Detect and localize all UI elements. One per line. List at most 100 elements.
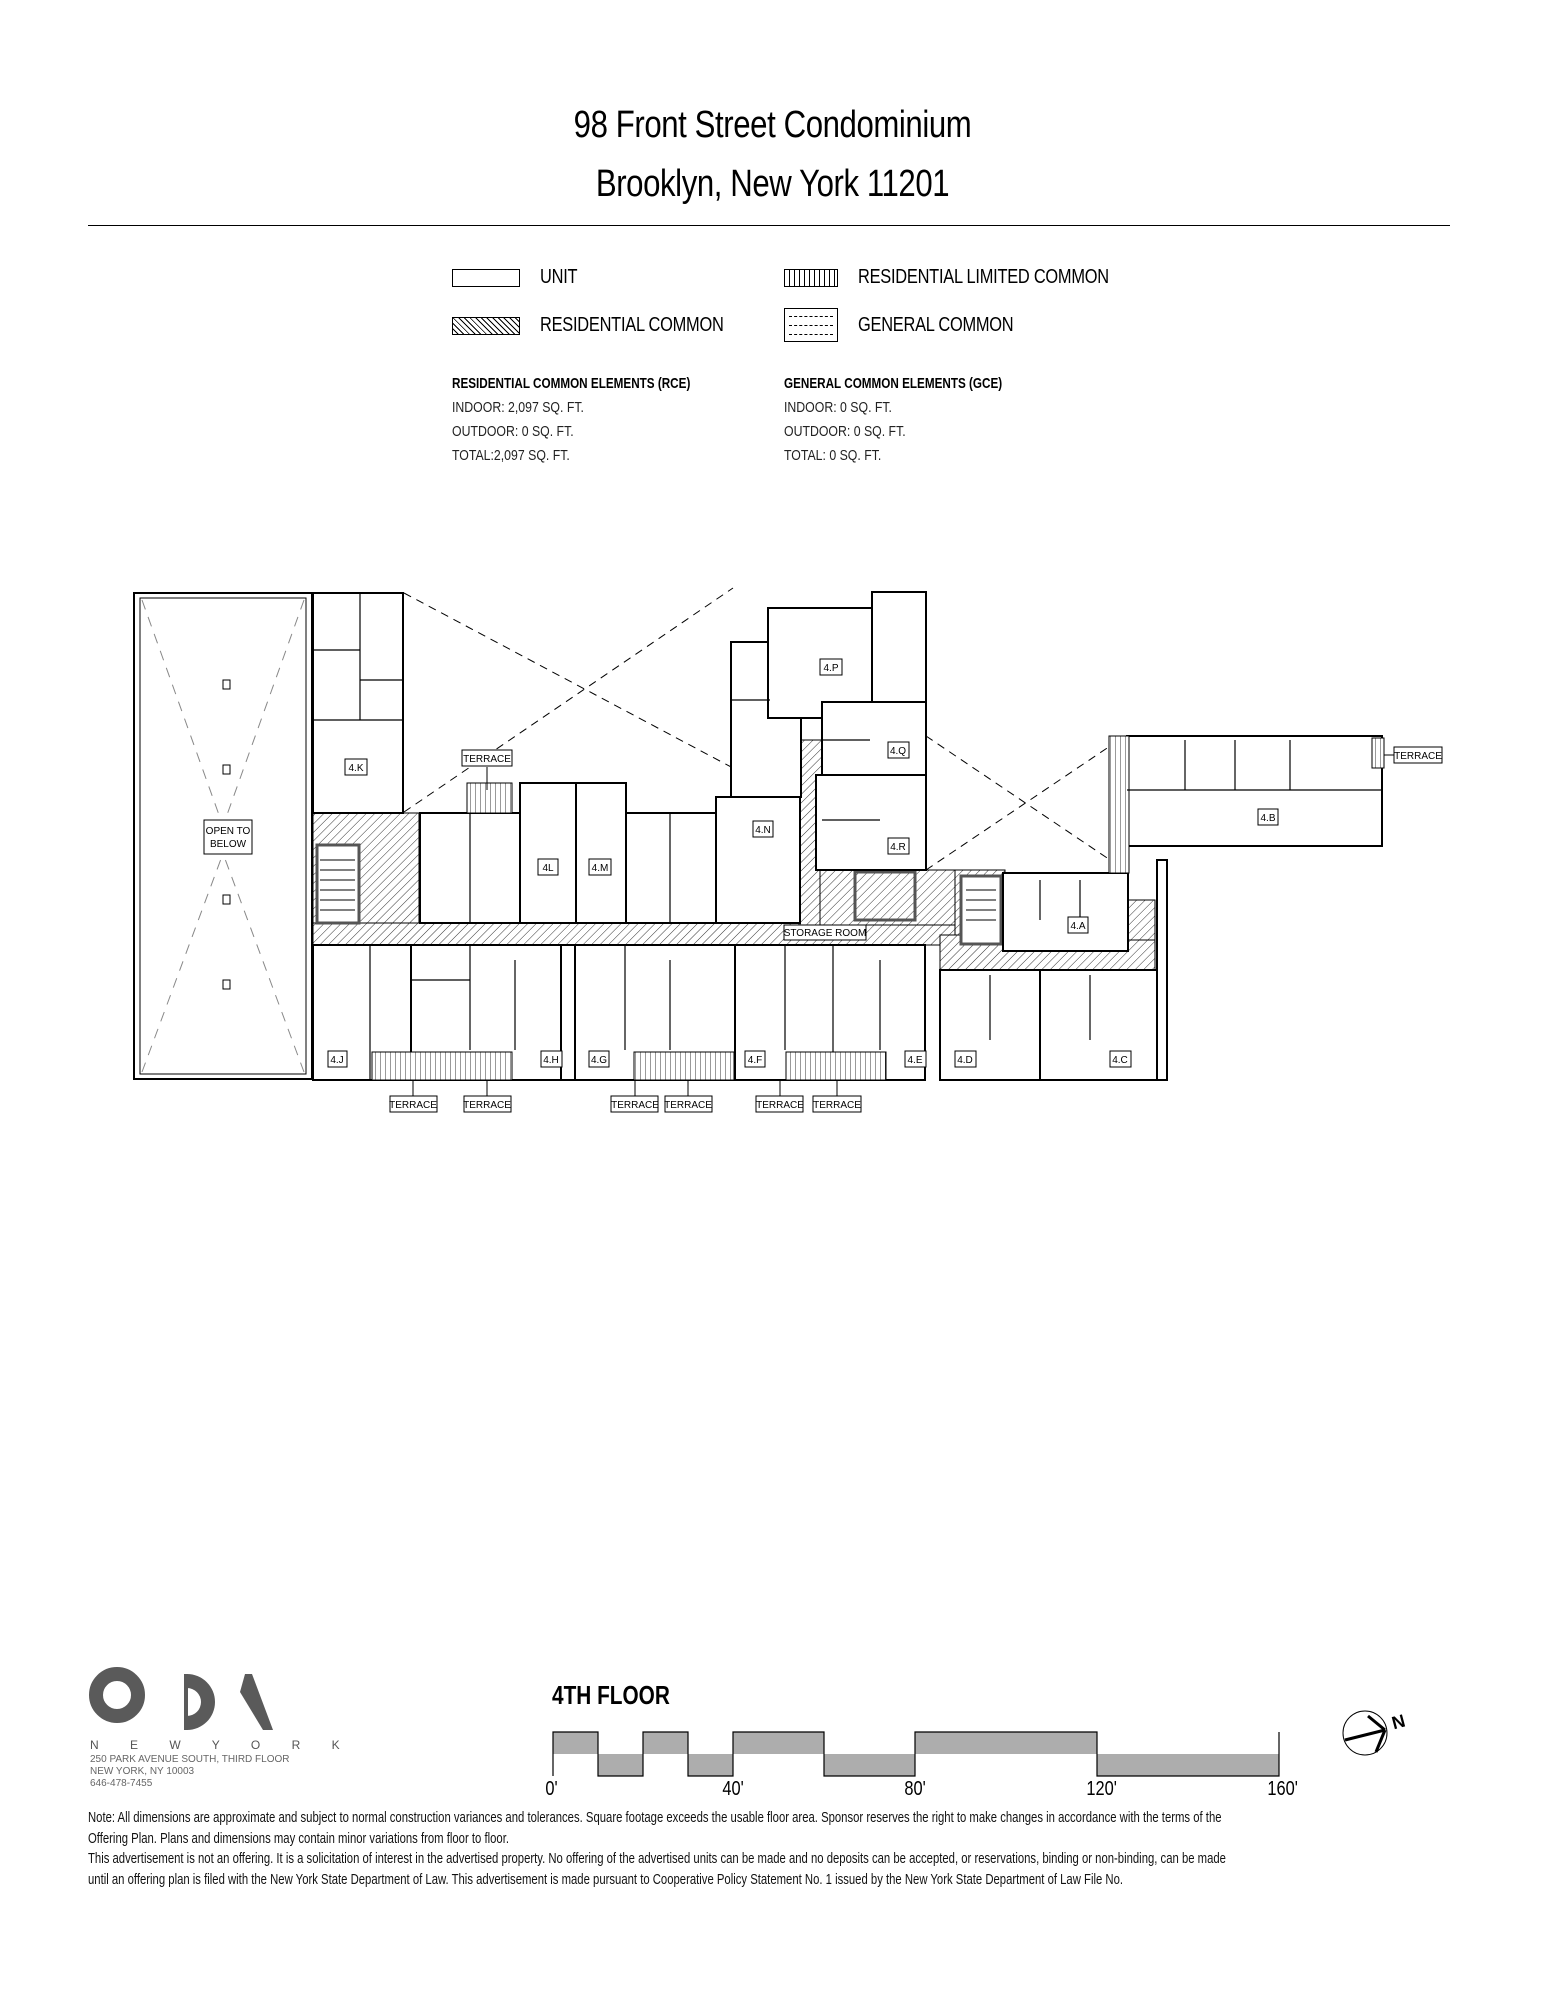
svg-text:4.F: 4.F [748,1055,762,1066]
unit-label-4b: 4.B [1257,808,1279,826]
rce-summary: RESIDENTIAL COMMON ELEMENTS (RCE) INDOOR… [452,372,758,468]
svg-text:TERRACE: TERRACE [756,1100,804,1111]
svg-text:TERRACE: TERRACE [463,754,511,765]
unit-label-4q: 4.Q [887,741,910,759]
legend-residential-common: RESIDENTIAL COMMON [452,314,764,337]
gce-heading: GENERAL COMMON ELEMENTS (GCE) [784,375,1003,392]
document-subtitle: Brooklyn, New York 11201 [595,163,950,205]
unit-4k [312,592,404,814]
company-address: 250 PARK AVENUE SOUTH, THIRD FLOOR NEW Y… [90,1754,290,1789]
document-title: 98 Front Street Condominium [573,104,972,146]
unit-label-4c: 4.C [1109,1050,1132,1068]
unit-4b-balcony [1108,735,1130,874]
scale-tick-0: 0' [545,1778,558,1800]
title-divider [88,225,1450,226]
unit-4q [821,701,927,781]
svg-text:4.P: 4.P [823,663,838,674]
terrace-callout-south-3: TERRACE [610,1080,659,1113]
unit-label-4p: 4.P [819,658,843,676]
terraces [371,737,1385,1081]
scale-tick-40: 40' [722,1778,744,1800]
legend-unit: UNIT [452,266,585,289]
svg-text:4.B: 4.B [1260,813,1275,824]
unit-label-4e: 4.E [904,1050,927,1068]
terrace-callout-south-4: TERRACE [664,1080,713,1113]
open-to-below-label: BELOW [210,839,247,850]
unit-4n [715,796,801,924]
unit-4p-west [730,641,802,798]
unit-label-4f: 4.F [744,1050,766,1068]
terrace-callout-south-5: TERRACE [755,1080,804,1113]
svg-text:4.D: 4.D [957,1055,973,1066]
courtyard-lines [403,587,1126,871]
legend-label: GENERAL COMMON [858,313,1014,336]
unit-4a [1002,872,1129,952]
unit-4b [1126,735,1383,847]
svg-text:TERRACE: TERRACE [1394,751,1442,762]
svg-text:4.R: 4.R [890,842,906,853]
note-text: Offering Plan. Plans and dimensions may … [88,1830,509,1847]
legend-residential-limited-common: RESIDENTIAL LIMITED COMMON [784,266,1164,289]
unit-label-4g: 4.G [588,1050,610,1068]
unit-label-4j: 4.J [327,1050,348,1068]
scale-tick-80: 80' [904,1778,926,1800]
residential-limited-common-swatch-icon [784,268,838,287]
gce-indoor: INDOOR: 0 SQ. FT. [784,399,892,416]
unit-label-4r: 4.R [887,837,910,855]
svg-text:4.G: 4.G [591,1055,607,1066]
unit-label-4l: 4L [537,858,559,876]
gce-outdoor: OUTDOOR: 0 SQ. FT. [784,423,906,440]
svg-text:4L: 4L [542,863,554,874]
gce-total: TOTAL: 0 SQ. FT. [784,447,882,464]
svg-text:4.E: 4.E [907,1055,922,1066]
unit-4m-wing [625,812,731,924]
terrace-callout-south-1: TERRACE [389,1080,438,1113]
east-wall [1156,859,1168,1081]
unit-labels: 4.K 4L 4.M 4.N 4.P 4.Q 4.R 4.A 4.B 4.C 4… [327,658,1279,1068]
units [312,591,1383,1081]
unit-label-4k: 4.K [344,758,368,776]
svg-text:TERRACE: TERRACE [389,1100,437,1111]
scale-tick-160: 160' [1267,1778,1298,1800]
storage-room-label: STORAGE ROOM [784,928,867,939]
rce-heading: RESIDENTIAL COMMON ELEMENTS (RCE) [452,375,691,392]
scale-tick-120: 120' [1086,1778,1117,1800]
svg-text:4.A: 4.A [1070,921,1085,932]
rce-outdoor: OUTDOOR: 0 SQ. FT. [452,423,574,440]
company-phone: 646-478-7455 [90,1778,153,1789]
north-label: N [1390,1711,1408,1734]
svg-text:4.Q: 4.Q [890,746,906,757]
logo-subtitle: N E W Y O R K [90,1738,354,1752]
svg-text:4.N: 4.N [755,825,771,836]
oda-logo-icon [89,1667,273,1730]
terrace-callout-south-2: TERRACE [463,1080,512,1113]
legend-general-common: GENERAL COMMON [784,308,1048,342]
note-text: This advertisement is not an offering. I… [88,1851,1226,1867]
rce-total: TOTAL:2,097 SQ. FT. [452,447,570,464]
unit-4f-4e [734,944,926,1081]
open-to-below-area: OPEN TO BELOW [133,592,313,1080]
residential-common-corridor: STORAGE ROOM [312,739,1156,971]
unit-label-4d: 4.D [954,1050,977,1068]
unit-4m [575,782,627,924]
terrace-callouts: TERRACE TERRACE TERRACE TERRACE TERRACE … [389,746,1443,1113]
unit-label-4m: 4.M [588,858,612,876]
legend-label: RESIDENTIAL COMMON [540,314,724,336]
north-arrow-icon: N [1342,1710,1408,1756]
gce-summary: GENERAL COMMON ELEMENTS (GCE) INDOOR: 0 … [784,372,1064,468]
terrace-callout-south-6: TERRACE [812,1080,862,1113]
unit-label-4h: 4.H [540,1050,563,1068]
unit-swatch-icon [452,268,520,287]
svg-text:TERRACE: TERRACE [463,1100,511,1111]
unit-4r [815,774,927,871]
unit-4p-east [871,591,927,703]
residential-common-swatch-icon [452,316,520,335]
unit-label-4n: 4.N [752,820,774,838]
unit-4c [1039,969,1158,1081]
rce-indoor: INDOOR: 2,097 SQ. FT. [452,399,584,416]
svg-text:TERRACE: TERRACE [664,1100,712,1111]
unit-label-4a: 4.A [1067,916,1089,934]
terrace-callout-east: TERRACE [1384,746,1443,764]
svg-text:TERRACE: TERRACE [611,1100,659,1111]
scale-bar [552,1731,1280,1777]
